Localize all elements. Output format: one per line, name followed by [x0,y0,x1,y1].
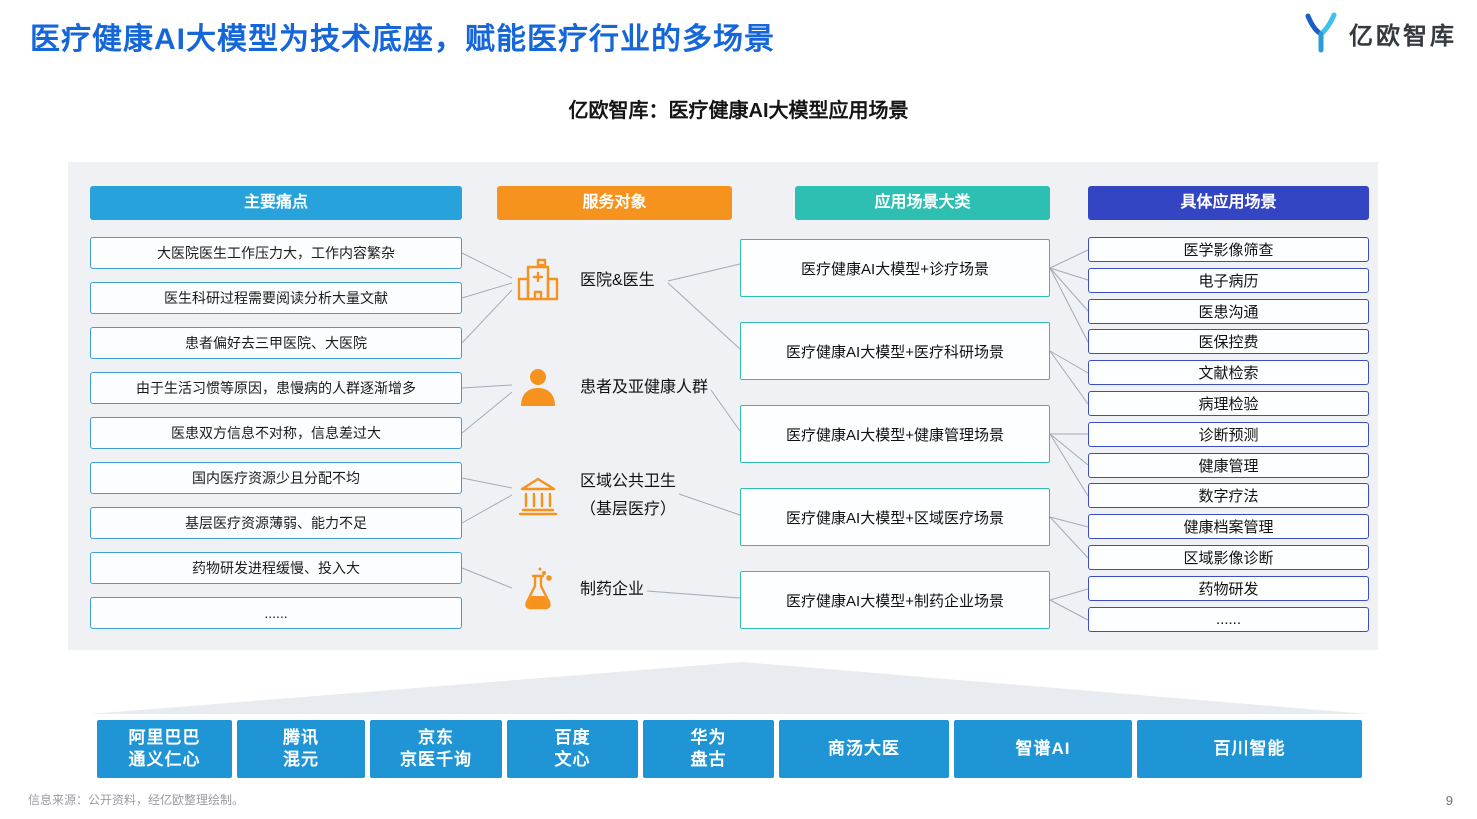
pharma-flask-icon [525,567,552,610]
service-object-hospital: 医院&医生 [514,257,655,305]
hospital-icon [517,258,559,301]
company-name: 盘古 [690,750,727,769]
scenario-category-list: 医疗健康AI大模型+诊疗场景 医疗健康AI大模型+医疗科研场景 医疗健康AI大模… [740,239,1050,654]
company-name: 阿里巴巴 [128,727,201,747]
specific-scenario-item: 健康管理 [1088,452,1369,478]
scenario-category-box: 医疗健康AI大模型+区域医疗场景 [740,488,1050,546]
specific-scenario-item: 电子病历 [1088,267,1369,293]
company-name: 混元 [283,750,319,769]
column-header-pain-points: 主要痛点 [90,186,462,220]
scenario-category-box: 医疗健康AI大模型+诊疗场景 [740,239,1050,297]
specific-scenario-item: ...... [1088,606,1369,632]
company-name: 京医千询 [400,750,472,769]
public-health-icon [518,477,558,516]
company-name: 华为 [690,727,727,747]
specific-scenario-item: 诊断预测 [1088,421,1369,447]
specific-scenario-list: 医学影像筛查 电子病历 医患沟通 医保控费 文献检索 病理检验 诊断预测 健康管… [1088,237,1369,637]
company-box: 腾讯 混元 [237,720,365,778]
company-box: 阿里巴巴 通义仁心 [97,720,232,778]
specific-scenario-item: 药物研发 [1088,575,1369,601]
brand-logo: 亿欧智库 [1301,12,1457,54]
specific-scenario-item: 医患沟通 [1088,298,1369,324]
source-note: 信息来源：公开资料，经亿欧整理绘制。 [28,793,245,807]
column-header-specific-scenarios: 具体应用场景 [1088,186,1369,220]
pain-point-item: 基层医疗资源薄弱、能力不足 [90,507,462,539]
pain-point-item: 药物研发进程缓慢、投入大 [90,552,462,584]
pain-point-item: 医生科研过程需要阅读分析大量文献 [90,282,462,314]
service-object-label: 区域公共卫生 （基层医疗） [580,468,676,524]
specific-scenario-item: 健康档案管理 [1088,514,1369,540]
specific-scenario-item: 医学影像筛查 [1088,237,1369,262]
scenario-category-box: 医疗健康AI大模型+制药企业场景 [740,571,1050,629]
company-name: 百度 [554,727,591,747]
service-object-text: 区域公共卫生 [580,473,677,490]
pain-point-item: 患者偏好去三甲医院、大医院 [90,327,462,359]
specific-scenario-item: 区域影像诊断 [1088,544,1369,570]
company-box: 京东 京医千询 [370,720,502,778]
page-title: 医疗健康AI大模型为技术底座，赋能医疗行业的多场景 [30,23,775,56]
pain-points-list: 大医院医生工作压力大，工作内容繁杂 医生科研过程需要阅读分析大量文献 患者偏好去… [90,237,462,642]
company-box: 智谱AI [954,720,1132,778]
service-object-public-health: 区域公共卫生 （基层医疗） [514,468,676,524]
service-object-label: 医院&医生 [580,267,655,295]
scenario-category-box: 医疗健康AI大模型+健康管理场景 [740,405,1050,463]
service-object-patients: 患者及亚健康人群 [514,364,708,412]
pain-point-item: 由于生活习惯等原因，患慢病的人群逐渐增多 [90,372,462,404]
patient-icon [521,369,555,406]
pain-point-item: ...... [90,597,462,629]
brand-name: 亿欧智库 [1349,22,1457,50]
service-object-text: （基层医疗） [580,501,677,518]
specific-scenario-item: 文献检索 [1088,360,1369,386]
service-object-label: 患者及亚健康人群 [580,374,708,402]
page-number: 9 [1445,793,1453,808]
company-name: 百川智能 [1213,738,1286,758]
pain-point-item: 国内医疗资源少且分配不均 [90,462,462,494]
company-name: 京东 [418,727,454,747]
chart-title: 亿欧智库：医疗健康AI大模型应用场景 [568,100,909,122]
company-box: 华为 盘古 [643,720,774,778]
company-box: 百度 文心 [507,720,638,778]
pain-point-item: 大医院医生工作压力大，工作内容繁杂 [90,237,462,269]
company-row: 阿里巴巴 通义仁心 腾讯 混元 京东 京医千询 百度 文心 华为 盘古 商汤大医… [97,720,1362,778]
funnel-triangle [90,662,1368,714]
service-object-text: 制药企业 [580,581,645,598]
column-header-scenario-categories: 应用场景大类 [795,186,1050,220]
specific-scenario-item: 数字疗法 [1088,483,1369,509]
specific-scenario-item: 病理检验 [1088,390,1369,416]
eo-logo-icon [1305,12,1337,53]
service-object-pharma: 制药企业 [514,566,644,614]
service-object-text: 患者及亚健康人群 [580,379,709,396]
scenario-category-box: 医疗健康AI大模型+医疗科研场景 [740,322,1050,380]
service-object-text: 医院&医生 [580,272,655,289]
company-box: 商汤大医 [779,720,949,778]
company-name: 文心 [554,750,591,769]
company-box: 百川智能 [1137,720,1362,778]
company-name: 通义仁心 [128,750,201,769]
specific-scenario-item: 医保控费 [1088,329,1369,355]
column-header-service-objects: 服务对象 [497,186,732,220]
company-name: 商汤大医 [828,738,900,758]
service-object-label: 制药企业 [580,576,644,604]
pain-point-item: 医患双方信息不对称，信息差过大 [90,417,462,449]
company-name: 智谱AI [1015,738,1071,758]
company-name: 腾讯 [283,727,319,747]
